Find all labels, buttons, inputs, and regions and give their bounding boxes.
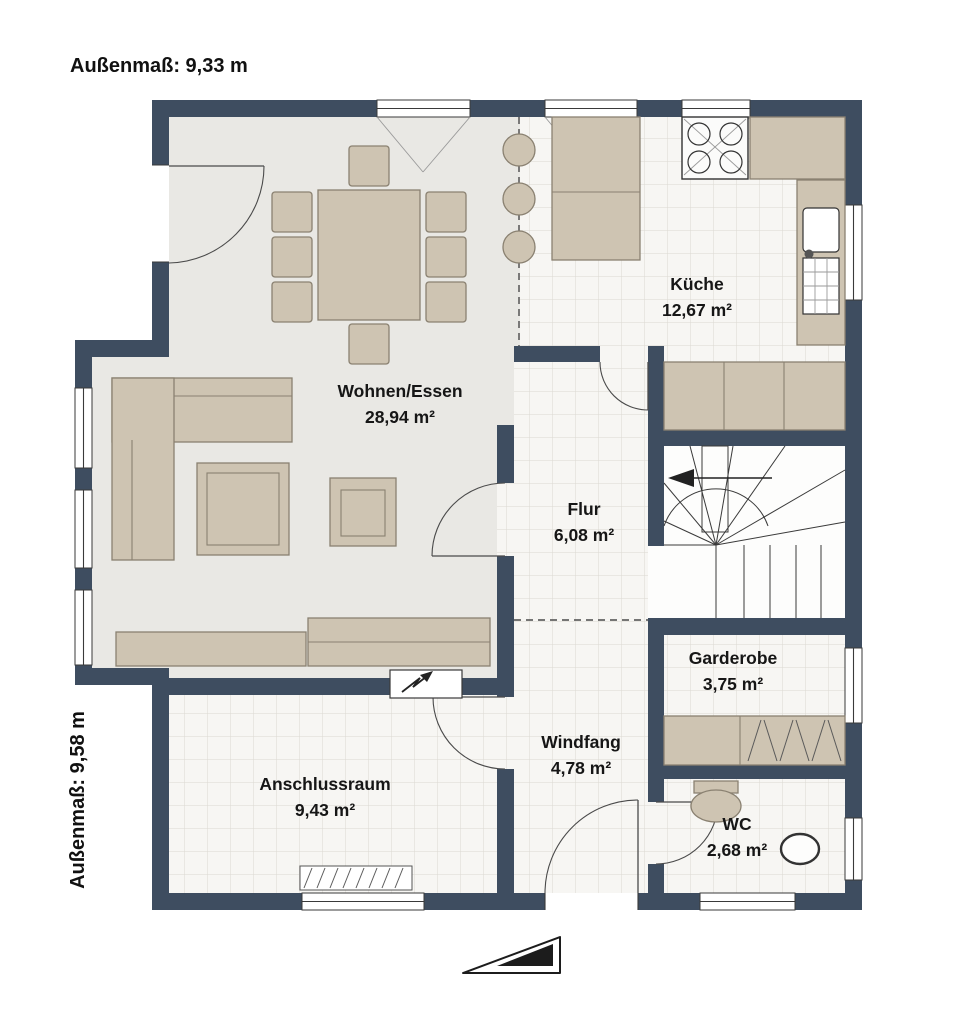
radiator [299,865,413,891]
counter-lower [663,361,846,431]
window [699,892,796,911]
room-area: 4,78 m² [551,758,611,778]
kitchen-door-threshold [600,346,648,362]
room-name: Wohnen/Essen [337,381,462,401]
dining-chair [271,281,313,323]
dining-chair [271,236,313,278]
window [844,817,863,881]
dining-chair [425,236,467,278]
wall-wc-lower [648,864,664,893]
sofa [111,377,293,561]
room-area: 12,67 m² [662,300,732,320]
window [376,99,471,118]
faucet-icon [804,249,814,259]
dining-table [317,189,421,321]
entrance-door [544,799,639,910]
window [74,589,93,666]
room-name: Anschlussraum [259,774,390,794]
doors [152,164,719,910]
lightning-arrow-icon [420,671,433,682]
washbasin [779,832,821,866]
room-label-windfang: Windfang 4,78 m² [541,732,621,778]
room-label-wc: WC 2,68 m² [707,814,767,860]
room-area: 28,94 m² [365,407,435,427]
counter-top-right [749,116,846,180]
room-name: Küche [670,274,724,294]
wc-floor [664,779,845,893]
room-name: WC [722,814,752,834]
room-label-flur: Flur 6,08 m² [554,499,614,545]
window [681,99,751,118]
room-label-garderobe: Garderobe 3,75 m² [689,648,778,694]
dining-set [271,145,467,365]
coffee-table [196,462,290,556]
electrical-panel [389,669,463,699]
living-room-door [431,482,506,557]
toilet [690,780,742,823]
window [844,647,863,724]
window [844,204,863,301]
terrace-door [152,164,265,264]
kitchen-sink [802,207,840,315]
armchair [329,477,397,547]
vestibule-floor [514,618,648,893]
wall-hall-stairs [648,346,664,546]
open-plan-divider [502,117,648,621]
stair-floor [664,446,845,618]
dining-chair [425,281,467,323]
staircase [663,445,846,618]
north-arrow-icon [462,936,561,974]
column [502,182,536,216]
wall-living-hall-upper [497,425,514,483]
room-label-wohnen-essen: Wohnen/Essen 28,94 m² [337,381,462,427]
wall-vestibule-utility-lower [497,769,514,893]
room-label-anschlussraum: Anschlussraum 9,43 m² [259,774,390,820]
wall-stairs-wardrobe [648,618,845,635]
wall-kitchen-stairs [664,430,845,446]
dining-chair [425,191,467,233]
dining-chair [348,323,390,365]
room-area: 2,68 m² [707,840,767,860]
dining-chair [271,191,313,233]
utility-room-floor [169,695,497,893]
wall-vestibule-utility-upper [497,635,514,697]
window [74,489,93,569]
room-label-kueche: Küche 12,67 m² [662,274,732,320]
room-name: Garderobe [689,648,778,668]
wall-kitchen-hall [514,346,600,362]
room-area: 9,43 m² [295,800,355,820]
window [301,892,425,911]
hall-floor [514,362,648,618]
utility-door-threshold [497,697,514,769]
kitchen-door [599,361,649,411]
column [502,133,536,167]
living-door-threshold [497,483,514,556]
column [502,230,536,264]
room-name: Windfang [541,732,621,752]
dimension-width-label: Außenmaß: 9,33 m [70,55,248,77]
wall-vestibule-wardrobe [648,635,664,765]
room-area: 6,08 m² [554,525,614,545]
dimension-height-label: Außenmaß: 9,58 m [67,711,89,889]
windows [74,99,863,911]
window [544,99,638,118]
room-area: 3,75 m² [703,674,763,694]
stair-entry-threshold [648,546,664,618]
room-name: Flur [567,499,600,519]
wall-wardrobe-wc [664,765,845,779]
window [74,387,93,469]
wall-living-hall-lower [497,556,514,635]
wardrobe [663,715,846,766]
tall-cabinet [551,116,641,261]
stair-direction-arrow-icon [668,469,772,487]
stove [681,116,749,180]
wall-wc-upper [648,765,664,802]
wc-door-threshold [648,802,664,864]
sideboard [115,617,491,667]
dining-chair [348,145,390,187]
